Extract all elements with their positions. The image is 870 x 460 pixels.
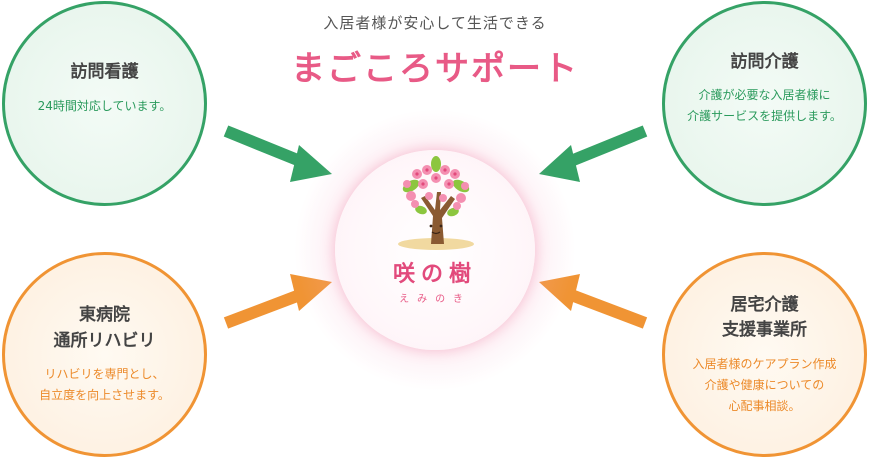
logo-name: 咲の樹 <box>392 262 477 287</box>
title-line: 居宅介護 <box>730 294 799 315</box>
service-title: 訪問介護 <box>730 51 799 72</box>
service-description: 入居者様のケアプラン作成 介護や健康についての 心配事相談。 <box>692 354 836 417</box>
desc-line: 介護や健康についての <box>704 377 825 392</box>
service-visiting-care: 訪問介護 介護が必要な入居者様に 介護サービスを提供します。 <box>662 1 867 206</box>
service-description: 介護が必要な入居者様に 介護サービスを提供します。 <box>687 85 842 127</box>
header: 入居者様が安心して生活できる まごころサポート <box>220 12 650 90</box>
desc-line: 自立度を向上させます。 <box>39 388 170 402</box>
desc-line: リハビリを専門とし、 <box>44 367 165 381</box>
service-title: 居宅介護 支援事業所 <box>722 293 807 344</box>
desc-line: 入居者様のケアプラン作成 <box>692 356 837 371</box>
service-care-support-office: 居宅介護 支援事業所 入居者様のケアプラン作成 介護や健康についての 心配事相談… <box>662 252 867 457</box>
logo-reading: えみのき <box>399 294 471 305</box>
service-title: 東病院 通所リハビリ <box>54 303 156 354</box>
title-line: 通所リハビリ <box>53 330 156 351</box>
desc-line: 介護サービスを提供します。 <box>687 109 842 124</box>
service-visiting-nursing: 訪問看護 24時間対応しています。 <box>2 1 207 206</box>
desc-line: 心配事相談。 <box>728 398 801 413</box>
title-line: 東病院 <box>79 305 130 325</box>
tree-logo-icon <box>398 156 474 250</box>
center-logo-circle: 咲の樹 えみのき <box>335 150 535 350</box>
service-description: 24時間対応しています。 <box>37 98 172 113</box>
desc-line: 介護が必要な入居者様に <box>698 88 831 103</box>
service-rehabilitation: 東病院 通所リハビリ リハビリを専門とし、 自立度を向上させます。 <box>2 252 207 457</box>
title-line: 支援事業所 <box>722 320 807 340</box>
main-title: まごころサポート <box>291 49 579 89</box>
service-description: リハビリを専門とし、 自立度を向上させます。 <box>39 364 170 406</box>
subtitle: 入居者様が安心して生活できる <box>323 14 547 32</box>
service-title: 訪問看護 <box>70 62 139 83</box>
